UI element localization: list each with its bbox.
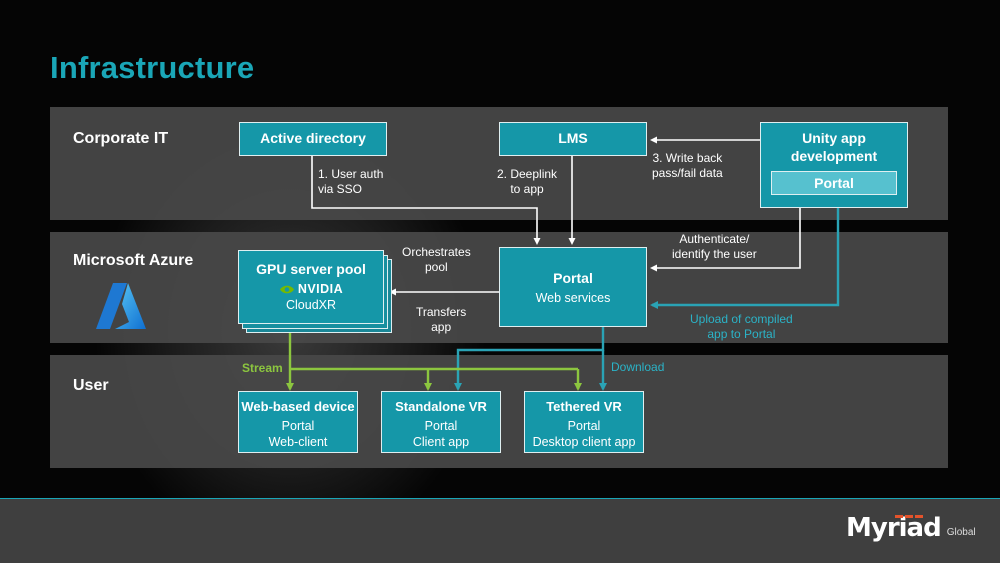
unity-portal-label: Portal [814, 175, 854, 191]
slide-title: Infrastructure [50, 50, 255, 85]
web-based-device-portal: Portal [281, 419, 315, 433]
web-services-label: Web services [535, 291, 611, 305]
tethered-vr-box: Tethered VR Portal Desktop client app [524, 391, 644, 453]
label-user-auth: 1. User auth via SSO [318, 167, 384, 196]
portal-label: Portal [553, 270, 593, 286]
unity-portal-box: Portal [771, 171, 897, 195]
band-label-microsoft-azure: Microsoft Azure [73, 252, 194, 269]
label-authenticate: Authenticate/ identify the user [672, 232, 757, 261]
label-transfers: Transfers app [416, 305, 467, 334]
label-write-back: 3. Write back pass/fail data [652, 151, 723, 180]
gpu-server-pool-label: GPU server pool [256, 261, 366, 277]
myriad-global-logo: Myriad Global [846, 514, 976, 542]
tethered-vr-client: Desktop client app [532, 435, 636, 449]
unity-app-development-label: Unity app development [790, 130, 878, 164]
web-based-device-label: Web-based device [241, 399, 355, 414]
lms-label: LMS [558, 130, 588, 146]
footer-bar [0, 498, 1000, 563]
arrow-upload [650, 196, 840, 309]
label-stream: Stream [242, 361, 283, 375]
standalone-vr-box: Standalone VR Portal Client app [381, 391, 501, 453]
label-download: Download [611, 360, 665, 374]
logo-wordmark: Myriad [846, 513, 942, 543]
label-deeplink: 2. Deeplink to app [497, 167, 558, 196]
arrow-download-standalone [454, 326, 605, 391]
band-label-user: User [73, 377, 109, 394]
tethered-vr-portal: Portal [567, 419, 601, 433]
standalone-vr-label: Standalone VR [395, 399, 487, 414]
logo-accent-icon [895, 515, 923, 518]
lms-box: LMS [499, 122, 647, 156]
nvidia-eye-icon [279, 285, 294, 293]
nvidia-logo: NVIDIA [239, 282, 383, 296]
arrow-authenticate [650, 207, 801, 272]
azure-logo-icon [96, 283, 146, 329]
arrow-user-auth [311, 155, 541, 245]
standalone-vr-client: Client app [412, 435, 470, 449]
label-orchestrates: Orchestrates pool [402, 245, 471, 274]
web-based-device-box: Web-based device Portal Web-client [238, 391, 358, 453]
logo-subtitle: Global [946, 527, 976, 538]
standalone-vr-portal: Portal [424, 419, 458, 433]
tethered-vr-label: Tethered VR [546, 399, 622, 414]
band-label-corporate-it: Corporate IT [73, 130, 169, 147]
active-directory-label: Active directory [260, 130, 366, 146]
active-directory-box: Active directory [239, 122, 387, 156]
cloudxr-label: CloudXR [285, 298, 337, 312]
gpu-server-pool-box: GPU server pool NVIDIA CloudXR [238, 250, 384, 324]
nvidia-label: NVIDIA [297, 282, 344, 296]
web-based-device-client: Web-client [268, 435, 328, 449]
portal-web-services-box: Portal Web services [499, 247, 647, 327]
label-upload: Upload of compiled app to Portal [690, 312, 793, 341]
unity-app-development-box: Unity app development Portal [760, 122, 908, 208]
